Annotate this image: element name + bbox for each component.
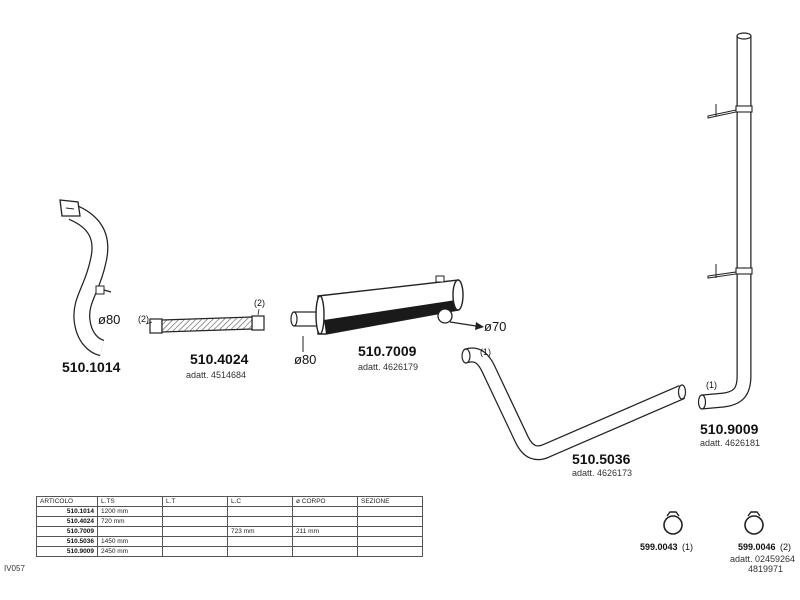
- pipe-510-9009: [697, 32, 753, 410]
- table-row: 510.7009 723 mm 211 mm: [36, 526, 423, 537]
- diameter-in-label-510-7009: ø80: [294, 352, 316, 367]
- sensor-boss-icon: [95, 285, 112, 295]
- part-number-510-1014: 510.1014: [62, 359, 121, 375]
- table-cell: 211 mm: [292, 526, 358, 537]
- table-row: 510.5036 1450 mm: [36, 536, 423, 547]
- table-cell: [162, 526, 228, 537]
- table-cell: [162, 516, 228, 527]
- table-cell: [227, 506, 293, 517]
- clamp-adatt2-599-0046: 4819971: [748, 564, 783, 574]
- table-cell: [227, 546, 293, 557]
- table-cell: [357, 546, 423, 557]
- table-cell: 510.5036: [36, 536, 98, 547]
- clamp-note-599-0043: (1): [682, 542, 693, 552]
- table-header: L.TS: [97, 496, 163, 507]
- table-row: 510.4024 720 mm: [36, 516, 423, 527]
- pipe-510-1014: [59, 199, 112, 357]
- table-header-row: ARTICOLO L.TS L.T L.C ø CORPO SEZIONE: [36, 496, 423, 507]
- silencer-510-7009: [290, 275, 464, 335]
- table-header: SEZIONE: [357, 496, 423, 507]
- part-number-510-4024: 510.4024: [190, 351, 249, 367]
- table-cell: [357, 526, 423, 537]
- bracket-lower-icon: [707, 264, 753, 279]
- table-row: 510.9009 2450 mm: [36, 546, 423, 557]
- table-header: L.T: [162, 496, 228, 507]
- table-cell: [162, 506, 228, 517]
- table-cell: 510.7009: [36, 526, 98, 537]
- callout-1-510-9009: (1): [706, 380, 717, 390]
- table-header: ARTICOLO: [36, 496, 98, 507]
- table-cell: [292, 546, 358, 557]
- table-cell: [97, 526, 163, 537]
- adatt-510-5036: adatt. 4626173: [572, 468, 632, 478]
- diameter-label-510-1014: ø80: [98, 312, 120, 327]
- callout-1-510-5036: (1): [480, 347, 491, 357]
- clamp-599-0046-icon: [744, 511, 764, 535]
- parts-table: ARTICOLO L.TS L.T L.C ø CORPO SEZIONE 51…: [36, 496, 423, 557]
- table-cell: 2450 mm: [97, 546, 163, 557]
- table-cell: [292, 506, 358, 517]
- outlet-arrow-icon: [449, 321, 484, 330]
- adatt-510-7009: adatt. 4626179: [358, 362, 418, 372]
- table-cell: [357, 516, 423, 527]
- table-cell: 510.9009: [36, 546, 98, 557]
- table-cell: 720 mm: [97, 516, 163, 527]
- callout-2-right: (2): [254, 298, 265, 308]
- bracket-upper-icon: [707, 104, 753, 119]
- clamp-599-0043-icon: [663, 511, 683, 535]
- part-number-510-7009: 510.7009: [358, 343, 417, 359]
- callout-2-left: (2): [138, 314, 149, 324]
- adatt-510-4024: adatt. 4514684: [186, 370, 246, 380]
- table-cell: [292, 516, 358, 527]
- table-cell: [227, 516, 293, 527]
- table-cell: 1200 mm: [97, 506, 163, 517]
- table-cell: [357, 506, 423, 517]
- pipe-510-5036: [461, 347, 687, 461]
- table-header: L.C: [227, 496, 293, 507]
- part-number-510-9009: 510.9009: [700, 421, 759, 437]
- table-cell: [292, 536, 358, 547]
- clamp-note-599-0046: (2): [780, 542, 791, 552]
- table-cell: 723 mm: [227, 526, 293, 537]
- flex-pipe-510-4024: [149, 315, 265, 334]
- table-cell: [162, 536, 228, 547]
- table-cell: 1450 mm: [97, 536, 163, 547]
- table-cell: [357, 536, 423, 547]
- table-cell: [227, 536, 293, 547]
- part-number-510-5036: 510.5036: [572, 451, 631, 467]
- table-header: ø CORPO: [292, 496, 358, 507]
- adatt-510-9009: adatt. 4626181: [700, 438, 760, 448]
- diameter-out-label-510-7009: ø70: [484, 319, 506, 334]
- side-code: IV057: [4, 564, 25, 573]
- clamp-code-599-0046: 599.0046: [738, 542, 776, 552]
- table-cell: 510.4024: [36, 516, 98, 527]
- clamp-adatt-599-0046: adatt. 02459264: [730, 554, 795, 564]
- table-cell: [162, 546, 228, 557]
- clamp-code-599-0043: 599.0043: [640, 542, 678, 552]
- table-cell: 510.1014: [36, 506, 98, 517]
- table-row: 510.1014 1200 mm: [36, 506, 423, 517]
